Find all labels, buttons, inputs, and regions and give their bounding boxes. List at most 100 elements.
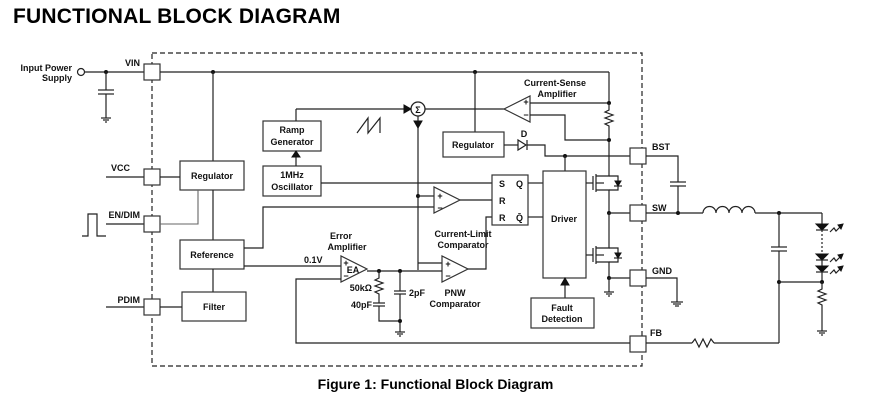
wire [530,114,609,141]
minus-label: − [523,110,528,120]
pin-pdim-label: PDIM [118,295,141,305]
reference-to-current-limit-wire [244,206,434,249]
current-sense-label-1: Current-Sense [524,78,586,88]
sigma-label: Σ [415,105,421,115]
error-amp-label-2: Amplifier [327,242,367,252]
regulator-right-label: Regulator [452,140,495,150]
led-icon [814,223,844,233]
plus-label: + [437,191,442,201]
junction-dot [398,319,402,323]
sr-flip-flop [491,174,529,226]
ff-s-label: S [499,179,505,189]
diode-icon [517,138,528,152]
minus-label: − [445,271,450,281]
pin-sw [629,204,647,222]
minus-label: − [437,203,442,213]
sense-resistor-ext [816,282,828,331]
oscillator-label-2: Oscillator [271,182,313,192]
input-power-label-1: Input Power [21,63,73,73]
fault-label-1: Fault [551,303,573,313]
pin-sw-label: SW [652,203,667,213]
regulator-left-label: Regulator [191,171,234,181]
fb-return-wire [295,278,630,344]
ground-icon [671,301,683,307]
ff-q-label: Q [516,179,523,189]
error-amplifier [340,255,369,283]
driver-label: Driver [551,214,578,224]
current-sense-label-2: Amplifier [537,89,577,99]
filter-block [181,291,247,322]
wire [468,216,492,270]
pwm-pulse-icon [82,213,106,237]
cap-40pf-label: 40pF [351,300,373,310]
sawtooth-icon [356,116,381,135]
ground-icon [817,330,827,336]
bst-wire [527,144,630,157]
low-side-mosfet-icon [586,213,622,278]
cap-2pf-label: 2pF [409,288,426,298]
current-limit-label-2: Comparator [437,240,489,250]
pnw-comparator [441,255,470,283]
junction-dot [607,138,611,142]
ramp-generator-label-1: Ramp [279,125,305,135]
ground-icon [604,278,614,297]
plus-label: + [523,97,528,107]
ic-boundary [151,52,643,367]
inductor-icon [702,205,756,214]
ea-label: EA [347,265,360,275]
led-icon [814,265,844,275]
pnw-label-2: Comparator [429,299,481,309]
reference-block [179,239,245,270]
ff-r2-label: R [499,213,506,223]
compensation-network [373,271,406,337]
arrow-icon [560,276,570,286]
error-amp-label-1: Error [330,231,353,241]
pin-vin [143,63,161,81]
input-terminal [76,67,86,77]
pin-vin-label: VIN [125,58,140,68]
plus-label: + [445,259,450,269]
reference-label: Reference [190,250,234,260]
junction-dot [676,211,680,215]
ramp-generator-label-2: Generator [270,137,314,147]
pin-en-dim-label: EN/DIM [109,210,141,220]
pin-bst [629,147,647,165]
fb-resistor-icon [691,337,715,349]
oscillator-block [262,165,322,197]
pin-fb [629,335,647,353]
pin-gnd [629,269,647,287]
high-side-mosfet-icon [586,160,622,213]
current-limit-label-1: Current-Limit [435,229,492,239]
regulator-left-block [179,160,245,191]
ramp-generator-block [262,120,322,152]
pin-vcc [143,168,161,186]
gnd-ext-wire [646,277,678,302]
filter-label: Filter [203,302,226,312]
input-capacitor [98,72,114,123]
driver-block [542,170,587,279]
current-sense-amplifier [502,95,531,123]
arrow-icon [291,150,301,158]
current-limit-comparator [433,186,462,214]
pin-en-dim [143,215,161,233]
pin-vcc-label: VCC [111,163,131,173]
bst-ext-wire [646,155,679,182]
fault-label-2: Detection [541,314,582,324]
sense-resistor [603,103,615,160]
ref-voltage-label: 0.1V [304,255,323,265]
pin-bst-label: BST [652,142,671,152]
input-power-label-2: Supply [42,73,72,83]
pin-pdim [143,298,161,316]
ff-qbar-label: Q̄ [516,213,523,223]
plus-label: + [343,258,348,268]
pin-gnd-label: GND [652,266,673,276]
oscillator-label-1: 1MHz [280,170,304,180]
figure-caption: Figure 1: Functional Block Diagram [317,376,554,392]
resistor-label: 50kΩ [350,283,372,293]
fault-detection-block [530,297,595,329]
led-icon [814,253,844,263]
arrow-icon [413,120,423,130]
diode-label: D [521,129,528,139]
minus-label: − [343,271,348,281]
